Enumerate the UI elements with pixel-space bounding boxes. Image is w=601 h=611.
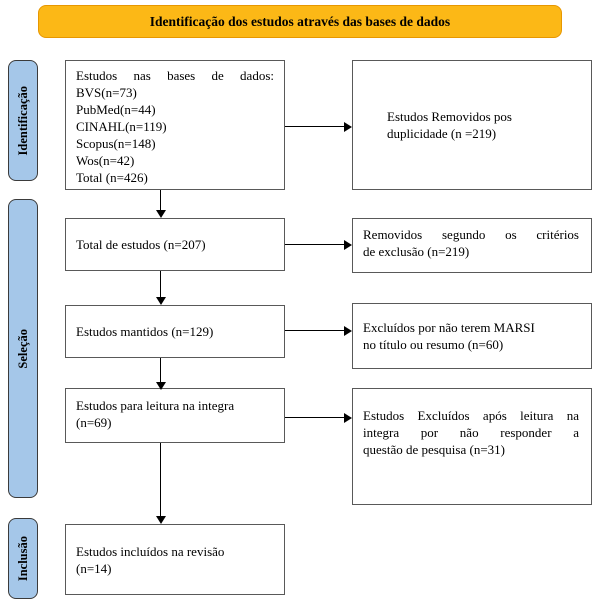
stage-label-text: Seleção (15, 328, 30, 369)
flow-box-kept-studies: Estudos mantidos (n=129) (65, 305, 285, 358)
arrow-right-3-line (285, 330, 344, 332)
arrow-right-2-line (285, 244, 344, 246)
arrow-down-4-line (160, 443, 162, 516)
title-banner: Identificação dos estudos através das ba… (38, 5, 562, 38)
box-line: no título ou resumo (n=60) (363, 337, 504, 352)
arrow-down-2-line (160, 271, 162, 297)
box-line: PubMed(n=44) (76, 102, 156, 117)
stage-label-text: Identificação (15, 85, 30, 156)
box-line: Removidos segundo os critérios (363, 227, 579, 242)
exclusion-box-no-answer: Estudos Excluídos após leitura na integr… (352, 388, 592, 505)
box-line: (n=14) (76, 560, 112, 576)
flow-box-total-studies: Total de estudos (n=207) (65, 218, 285, 271)
arrow-down-2-head (156, 297, 166, 305)
box-line: duplicidade (n =219) (387, 126, 497, 141)
box-line: Wos(n=42) (76, 153, 135, 168)
flow-box-databases: Estudos nas bases de dados: BVS(n=73) Pu… (65, 60, 285, 190)
arrow-down-1-head (156, 210, 166, 218)
box-line: Total (n=426) (76, 170, 148, 185)
flow-box-fulltext-reading: Estudos para leitura na integra (n=69) (65, 388, 285, 443)
arrow-down-1-line (160, 190, 162, 210)
box-line: Estudos nas bases de dados: (76, 68, 274, 83)
box-line: Estudos mantidos (n=129) (76, 324, 214, 339)
arrow-right-3-head (344, 326, 352, 336)
box-line: Excluídos por não terem MARSI (363, 320, 535, 335)
box-line: Estudos Removidos pos (387, 109, 512, 124)
arrow-right-1-head (344, 122, 352, 132)
exclusion-box-criteria: Removidos segundo os critérios de exclus… (352, 218, 592, 273)
arrow-down-4-head (156, 516, 166, 524)
arrow-right-4-line (285, 417, 344, 419)
box-line: Estudos Excluídos após leitura na (363, 408, 579, 423)
arrow-right-2-head (344, 240, 352, 250)
exclusion-box-duplicates: Estudos Removidos pos duplicidade (n =21… (352, 60, 592, 190)
box-line: questão de pesquisa (n=31) (363, 442, 505, 457)
title-banner-label: Identificação dos estudos através das ba… (149, 13, 451, 29)
box-line: Estudos para leitura na integra (76, 398, 235, 413)
stage-label-selecao: Seleção (8, 199, 38, 498)
stage-label-inclusao: Inclusão (8, 518, 38, 599)
exclusion-box-marsi: Excluídos por não terem MARSI no título … (352, 303, 592, 369)
box-line: (n=69) (76, 415, 112, 430)
box-line: integra por não responder a (363, 425, 579, 440)
box-line: Scopus(n=148) (76, 136, 156, 151)
box-line: Estudos incluídos na revisão (76, 543, 225, 559)
arrow-right-4-head (344, 413, 352, 423)
stage-label-identificacao: Identificação (8, 60, 38, 181)
flow-box-included-studies: Estudos incluídos na revisão (n=14) (65, 524, 285, 595)
arrow-down-3-head (156, 382, 166, 390)
arrow-right-1-line (285, 126, 344, 128)
arrow-down-3-line (160, 358, 162, 382)
box-line: de exclusão (n=219) (363, 244, 470, 259)
box-line: CINAHL(n=119) (76, 119, 167, 134)
box-line: BVS(n=73) (76, 85, 137, 100)
box-line: Total de estudos (n=207) (76, 237, 206, 252)
stage-label-text: Inclusão (15, 535, 30, 582)
